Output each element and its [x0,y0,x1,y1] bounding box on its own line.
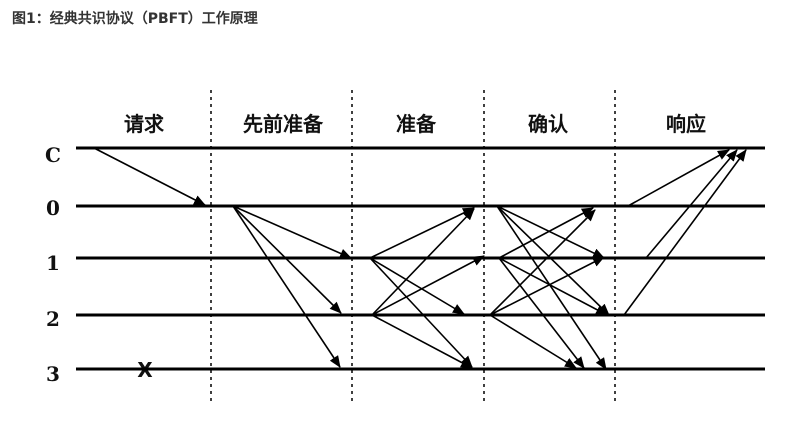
phase-label-request: 请求 [124,112,165,136]
message-arrow-5 [369,207,475,259]
message-arrow-6 [369,257,465,315]
message-arrow-10 [371,314,473,369]
phase-label-prepare: 准备 [396,112,437,136]
node-label-3: 3 [46,362,60,386]
phase-label-pre-prepare: 先前准备 [243,112,324,136]
message-arrow-15 [498,257,608,316]
message-arrow-1 [93,147,206,206]
message-arrow-2 [232,205,352,259]
message-arrow-3 [232,205,342,314]
phase-label-commit: 确认 [528,112,569,136]
message-arrow-11 [496,205,605,259]
node-label-1: 1 [46,251,60,275]
message-arrow-12 [496,205,610,316]
message-arrow-9 [371,255,485,316]
phase-label-reply: 响应 [666,112,706,136]
figure-caption: 图1：经典共识协议（PBFT）工作原理 [12,11,258,27]
message-arrow-21 [645,149,738,259]
message-arrow-14 [498,207,594,259]
message-arrow-20 [627,149,730,207]
node-label-2: 2 [46,307,60,331]
message-arrow-16 [498,257,585,369]
message-arrow-13 [496,205,607,370]
node-label-client: C [45,143,61,167]
message-arrow-22 [623,149,747,316]
message-arrow-19 [489,314,577,369]
message-arrow-18 [489,256,605,316]
message-arrow-4 [232,205,341,368]
message-arrow-17 [489,209,596,316]
node-label-0: 0 [46,196,60,220]
message-arrow-8 [371,208,475,316]
message-arrow-7 [369,257,473,368]
